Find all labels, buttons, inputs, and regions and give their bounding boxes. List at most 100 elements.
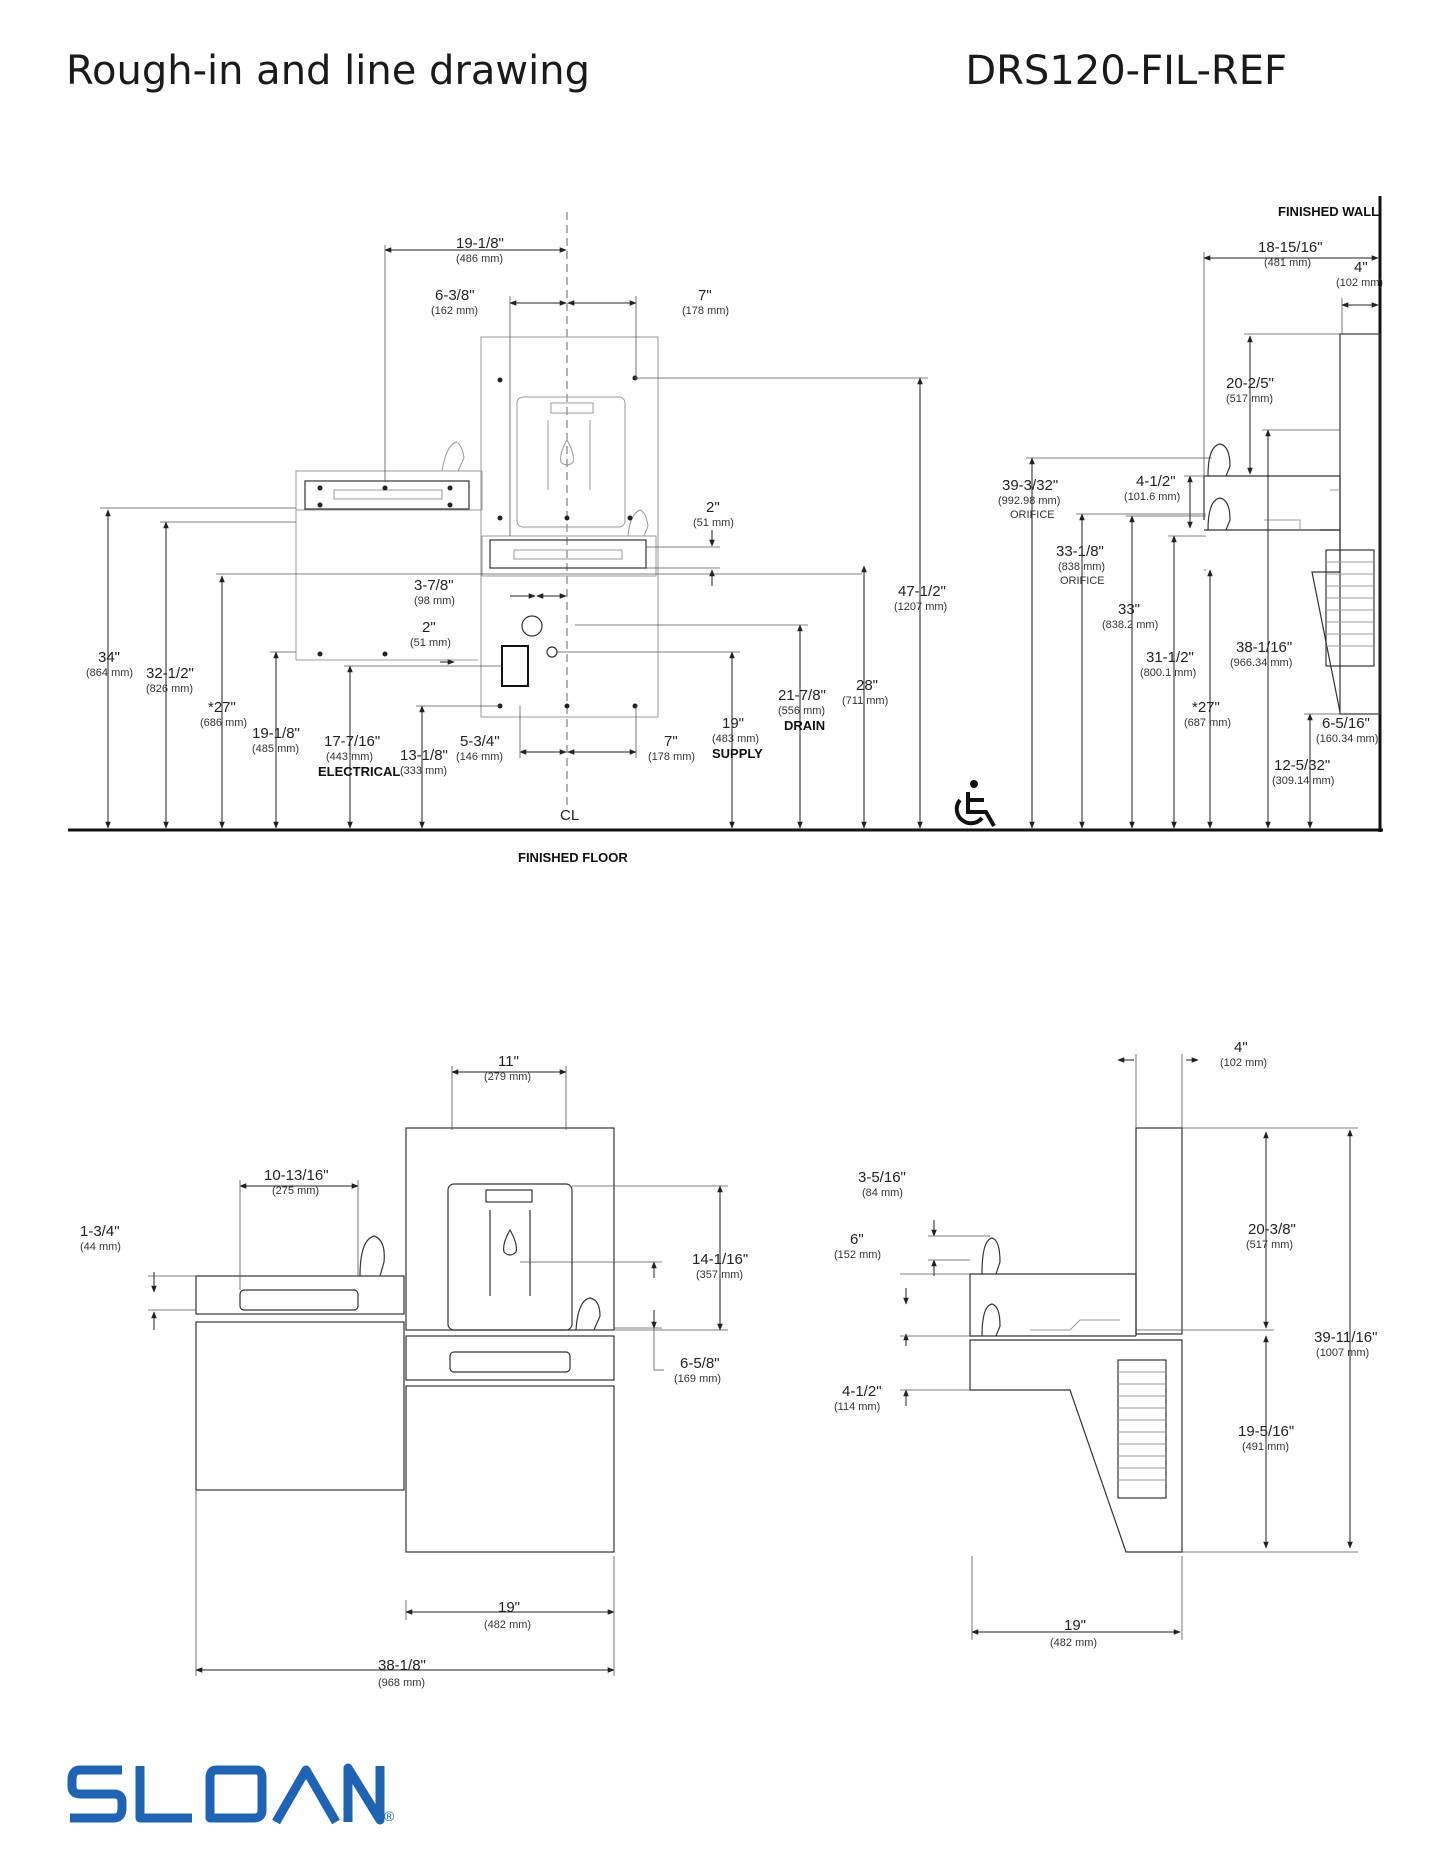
dim-front-1: 19-1/8" — [456, 235, 504, 252]
dim-front-11-mm: (443 mm) — [326, 751, 373, 763]
dim-side-1-mm: (481 mm) — [1264, 257, 1311, 269]
dim-side-10-mm: (687 mm) — [1184, 717, 1231, 729]
dim-front-4-mm: (51 mm) — [693, 517, 734, 529]
dim-front-10: 19-1/8" — [252, 725, 300, 742]
dim-bf-7: 38-1/8" — [378, 1657, 426, 1674]
dim-front-18: 47-1/2" — [898, 583, 946, 600]
dim-side-4-mm: (992.98 mm) — [998, 495, 1060, 507]
dim-bf-3: 1-3/4" — [80, 1223, 120, 1240]
side-rough-in-view: FINISHED WALL — [998, 204, 1383, 829]
dim-side-2-mm: (102 mm) — [1336, 277, 1383, 289]
dim-front-17: 28" — [856, 677, 878, 694]
dim-side-7: 33" — [1118, 601, 1140, 618]
dim-front-18-mm: (1207 mm) — [894, 601, 947, 613]
dim-bf-4-mm: (357 mm) — [696, 1269, 743, 1281]
dim-front-8: 32-1/2" — [146, 665, 194, 682]
dim-bs-8-mm: (482 mm) — [1050, 1637, 1097, 1649]
dim-bs-2-mm: (84 mm) — [862, 1187, 903, 1199]
dim-side-11: 6-5/16" — [1322, 715, 1370, 732]
side-elevation-view: 4" (102 mm) 3-5/16" (84 mm) 6" (152 mm) … — [834, 1039, 1377, 1649]
dim-front-10-mm: (485 mm) — [252, 743, 299, 755]
dim-side-12: 12-5/32" — [1274, 757, 1330, 774]
dim-front-5: 3-7/8" — [414, 577, 454, 594]
dim-bf-2: 10-13/16" — [264, 1167, 329, 1184]
dim-front-16-mm: (556 mm) — [778, 705, 825, 717]
dim-front-3: 7" — [698, 287, 712, 304]
dim-bs-4: 20-3/8" — [1248, 1221, 1296, 1238]
dim-side-10: *27" — [1192, 699, 1220, 716]
dim-side-2: 4" — [1354, 259, 1368, 276]
dim-front-4: 2" — [706, 499, 720, 516]
dim-bs-5: 39-11/16" — [1314, 1329, 1377, 1346]
centerline-label: CL — [560, 807, 579, 824]
dim-front-13: 5-3/4" — [460, 733, 500, 750]
dim-front-8-mm: (826 mm) — [146, 683, 193, 695]
dim-bf-2-mm: (275 mm) — [272, 1185, 319, 1197]
dim-front-5-mm: (98 mm) — [414, 595, 455, 607]
dim-bs-8: 19" — [1064, 1617, 1086, 1634]
dim-front-2-mm: (162 mm) — [431, 305, 478, 317]
dim-side-3: 20-2/5" — [1226, 375, 1274, 392]
dim-bf-7-mm: (968 mm) — [378, 1677, 425, 1689]
dim-bs-3-mm: (152 mm) — [834, 1249, 881, 1261]
dim-side-9-mm: (966.34 mm) — [1230, 657, 1292, 669]
front-rough-in-view: CL — [68, 196, 1383, 865]
sloan-logo: ® SLOAN — [66, 1762, 394, 1831]
dim-bf-5: 6-5/8" — [680, 1355, 720, 1372]
dim-front-2: 6-3/8" — [435, 287, 475, 304]
dim-bs-5-mm: (1007 mm) — [1316, 1347, 1369, 1359]
wheelchair-icon — [954, 780, 996, 827]
dim-front-6: 2" — [422, 619, 436, 636]
dim-bf-1: 11" — [498, 1053, 519, 1070]
registered-mark: ® — [384, 1808, 395, 1824]
dim-front-16: 21-7/8" — [778, 687, 826, 704]
page-title: Rough-in and line drawing — [66, 48, 590, 94]
drain-label: DRAIN — [784, 718, 825, 733]
front-elevation-view: 11" (279 mm) 10-13/16" (275 mm) 1-3/4" (… — [80, 1053, 748, 1689]
dim-bs-6: 4-1/2" — [842, 1383, 882, 1400]
dim-bs-1: 4" — [1234, 1039, 1248, 1056]
dim-front-14-mm: (178 mm) — [648, 751, 695, 763]
dim-front-13-mm: (146 mm) — [456, 751, 503, 763]
dim-side-1: 18-15/16" — [1258, 239, 1323, 256]
dim-front-12: 13-1/8" — [400, 747, 448, 764]
dim-side-6-mm: (838 mm) — [1058, 561, 1105, 573]
dim-side-5: 4-1/2" — [1136, 473, 1176, 490]
dim-front-11: 17-7/16" — [324, 733, 380, 750]
dim-side-3-mm: (517 mm) — [1226, 393, 1273, 405]
dim-bs-2: 3-5/16" — [858, 1169, 906, 1186]
dim-bs-1-mm: (102 mm) — [1220, 1057, 1267, 1069]
dim-side-11-mm: (160.34 mm) — [1316, 733, 1378, 745]
dim-bs-6-mm: (114 mm) — [834, 1401, 880, 1413]
dim-bf-6: 19" — [498, 1599, 520, 1616]
dim-front-1-mm: (486 mm) — [456, 253, 503, 265]
dim-side-5-mm: (101.6 mm) — [1124, 491, 1180, 503]
dim-side-8: 31-1/2" — [1146, 649, 1194, 666]
dim-front-15-mm: (483 mm) — [712, 733, 759, 745]
finished-floor-label: FINISHED FLOOR — [518, 850, 628, 865]
dim-front-3-mm: (178 mm) — [682, 305, 729, 317]
dim-front-7: 34" — [98, 649, 120, 666]
orifice-label-1: ORIFICE — [1010, 509, 1055, 521]
supply-label: SUPPLY — [712, 746, 763, 761]
dim-side-7-mm: (838.2 mm) — [1102, 619, 1158, 631]
finished-wall-label: FINISHED WALL — [1278, 204, 1379, 219]
dim-side-12-mm: (309.14 mm) — [1272, 775, 1334, 787]
dim-front-15: 19" — [722, 715, 744, 732]
electrical-label: ELECTRICAL — [318, 764, 400, 779]
dim-bf-1-mm: (279 mm) — [484, 1071, 531, 1083]
dim-side-6: 33-1/8" — [1056, 543, 1104, 560]
dim-front-7-mm: (864 mm) — [86, 667, 133, 679]
dim-front-17-mm: (711 mm) — [842, 695, 888, 707]
dim-bs-7: 19-5/16" — [1238, 1423, 1294, 1440]
model-number: DRS120-FIL-REF — [965, 48, 1287, 94]
dim-bf-3-mm: (44 mm) — [80, 1241, 121, 1253]
dim-bs-4-mm: (517 mm) — [1246, 1239, 1293, 1251]
dim-bs-3: 6" — [850, 1231, 864, 1248]
dim-bf-4: 14-1/16" — [692, 1251, 748, 1268]
dim-front-12-mm: (333 mm) — [400, 765, 447, 777]
orifice-label-2: ORIFICE — [1060, 575, 1105, 587]
dim-front-9-mm: (686 mm) — [200, 717, 247, 729]
sloan-logo-mark — [67, 1763, 385, 1825]
